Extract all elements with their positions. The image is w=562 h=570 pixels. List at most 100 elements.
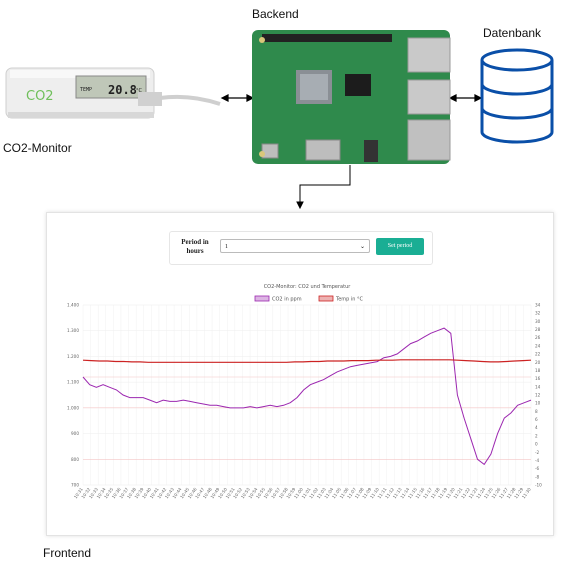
database-label: Datenbank <box>483 26 542 40</box>
database-icon <box>480 48 554 144</box>
y-right-tick: 32 <box>535 311 541 316</box>
y-right-tick: 14 <box>535 384 541 389</box>
monitor-brand: CO2 <box>26 89 54 104</box>
frontend-screenshot: Period in hours 1 ⌄ Set period CO2-Monit… <box>46 212 554 536</box>
set-period-button[interactable]: Set period <box>376 238 424 255</box>
y-right-tick: 22 <box>535 352 541 357</box>
x-tick: 10:35 <box>103 486 114 499</box>
x-tick: 11:01 <box>301 486 312 499</box>
x-tick: 10:44 <box>172 486 183 499</box>
x-tick: 11:03 <box>316 486 327 499</box>
usb-ports-bottom <box>407 79 451 115</box>
x-tick: 11:05 <box>331 486 342 499</box>
y-right-tick: 6 <box>535 417 538 422</box>
backend-label: Backend <box>252 7 299 21</box>
monitor-mode: TEMP <box>80 87 92 93</box>
x-tick: 11:22 <box>460 486 471 499</box>
y-right-tick: 4 <box>535 425 538 430</box>
arrow-backend-database <box>448 94 483 102</box>
usb-ports-top <box>407 37 451 73</box>
x-tick: 10:49 <box>209 486 220 499</box>
x-tick: 10:52 <box>232 486 243 499</box>
x-tick: 10:50 <box>217 486 228 499</box>
x-tick: 11:28 <box>506 486 517 499</box>
x-tick: 11:25 <box>483 486 494 499</box>
y-right-tick: 28 <box>535 327 541 332</box>
x-tick: 11:27 <box>498 486 509 499</box>
x-tick: 10:58 <box>278 486 289 499</box>
x-tick: 10:48 <box>202 486 213 499</box>
y-right-tick: -10 <box>535 483 542 488</box>
x-tick: 11:26 <box>490 486 501 499</box>
x-tick: 10:51 <box>225 486 236 499</box>
y-left-tick: 800 <box>71 457 79 462</box>
x-tick: 10:42 <box>156 486 167 499</box>
x-tick: 11:11 <box>377 486 388 499</box>
x-tick: 11:15 <box>407 486 418 499</box>
x-tick: 10:37 <box>118 486 129 499</box>
x-tick: 10:33 <box>88 486 99 499</box>
x-tick: 11:20 <box>445 486 456 499</box>
y-right-tick: 18 <box>535 368 541 373</box>
x-tick: 11:06 <box>339 486 350 499</box>
x-tick: 11:02 <box>308 486 319 499</box>
ethernet-port <box>407 119 451 161</box>
y-left-tick: 1.200 <box>67 354 79 359</box>
period-label: Period in hours <box>181 238 209 255</box>
x-tick: 11:10 <box>369 486 380 499</box>
x-tick: 10:39 <box>134 486 145 499</box>
x-tick: 10:53 <box>240 486 251 499</box>
x-tick: 11:24 <box>475 486 486 499</box>
y-right-tick: 2 <box>535 433 538 438</box>
chart-title: CO2-Monitor: CO2 und Temperatur <box>264 284 352 290</box>
x-tick: 11:19 <box>437 486 448 499</box>
x-tick: 11:17 <box>422 486 433 499</box>
x-tick: 11:18 <box>430 486 441 499</box>
x-tick: 10:40 <box>141 486 152 499</box>
y-left-tick: 1.100 <box>67 380 79 385</box>
period-form: Period in hours 1 ⌄ Set period <box>169 231 433 265</box>
usb-cable <box>159 94 221 106</box>
x-tick: 11:04 <box>323 486 334 499</box>
monitor-display <box>75 75 147 99</box>
hdmi-port <box>305 139 341 161</box>
frontend-label: Frontend <box>43 546 92 560</box>
y-right-tick: 8 <box>535 409 538 414</box>
x-tick: 10:59 <box>285 486 296 499</box>
y-right-tick: -2 <box>535 450 540 455</box>
x-tick: 11:21 <box>452 486 463 499</box>
x-tick: 11:16 <box>414 486 425 499</box>
y-right-tick: 10 <box>535 401 541 406</box>
series-co2-line <box>82 327 532 466</box>
x-tick: 11:30 <box>521 486 532 499</box>
x-tick: 10:57 <box>270 486 281 499</box>
arrow-backend-frontend <box>296 165 351 210</box>
y-right-tick: 0 <box>535 442 538 447</box>
y-right-tick: 30 <box>535 319 541 324</box>
monitor-label: CO2-Monitor <box>3 141 72 155</box>
y-right-tick: 20 <box>535 360 541 365</box>
period-select[interactable]: 1 ⌄ <box>220 239 370 253</box>
monitor-unit: °C <box>136 88 143 94</box>
y-right-tick: 12 <box>535 393 541 398</box>
y-right-tick: -8 <box>535 474 540 479</box>
legend-label: CO2 in ppm <box>272 297 302 303</box>
x-tick: 10:34 <box>96 486 107 499</box>
x-tick: 11:13 <box>392 486 403 499</box>
y-right-tick: 26 <box>535 335 541 340</box>
x-tick: 10:36 <box>111 486 122 499</box>
x-tick: 10:55 <box>255 486 266 499</box>
x-tick: 11:08 <box>354 486 365 499</box>
x-tick: 10:31 <box>73 486 84 499</box>
legend-label: Temp in °C <box>335 297 364 303</box>
series-temp-line <box>82 359 532 363</box>
x-tick: 10:38 <box>126 486 137 499</box>
legend-swatch <box>318 295 334 302</box>
y-right-tick: 24 <box>535 343 541 348</box>
y-right-tick: 16 <box>535 376 541 381</box>
x-tick: 11:00 <box>293 486 304 499</box>
arrow-monitor-backend <box>220 94 255 102</box>
y-left-tick: 900 <box>71 431 79 436</box>
